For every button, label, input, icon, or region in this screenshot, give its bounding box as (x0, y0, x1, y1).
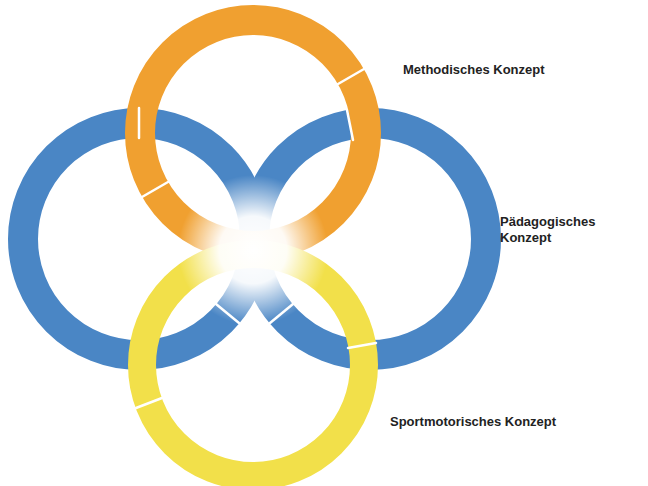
center-glow (178, 175, 328, 325)
concept-label: Pädagogisches Konzept (500, 214, 630, 247)
arrow-mark (136, 398, 162, 408)
arrow-mark (138, 108, 141, 138)
arrow-mark (142, 182, 168, 197)
concept-label: Sportmotorisches Konzept (390, 414, 556, 430)
arrow-mark (348, 343, 376, 348)
concept-label: Methodisches Konzept (403, 62, 545, 78)
arrow-mark (347, 110, 353, 140)
arrow-mark (338, 69, 364, 84)
